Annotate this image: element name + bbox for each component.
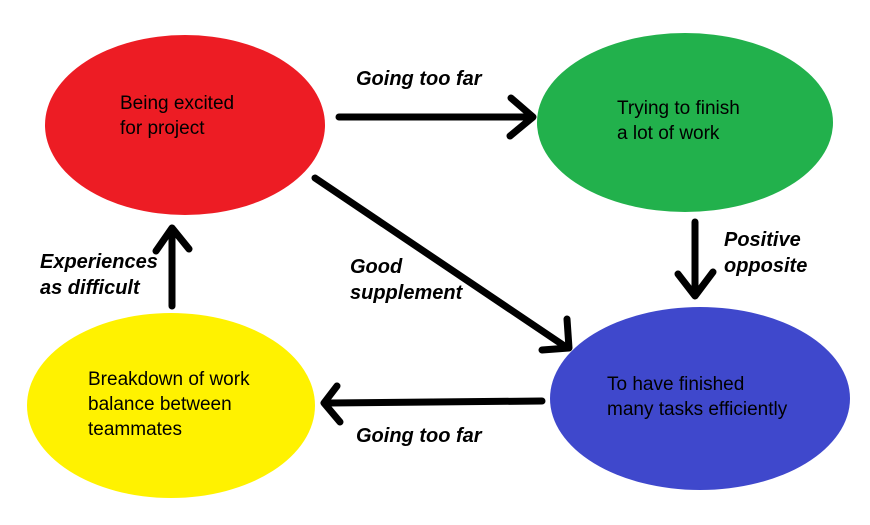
node-trying-to-finish-label: Trying to finish a lot of work <box>617 98 740 144</box>
node-breakdown-ellipse <box>27 313 315 498</box>
arrow-shaft <box>326 397 546 407</box>
arrow-trying-to-finished <box>674 218 717 300</box>
node-being-excited-label: Being excited for project <box>120 93 235 139</box>
edge-label-going-too-far-top: Going too far <box>356 68 482 90</box>
node-trying-to-finish-ellipse <box>537 33 833 212</box>
arrow-head <box>320 382 344 426</box>
arrow-breakdown-to-excited <box>152 224 193 310</box>
edge-label-good-supplement: Good supplement <box>350 256 463 304</box>
arrow-finished-to-breakdown <box>320 382 546 426</box>
arrow-head <box>506 94 537 140</box>
edge-label-positive-opposite: Positive opposite <box>724 229 808 277</box>
node-breakdown-label: Breakdown of work balance between teamma… <box>88 369 250 440</box>
edge-label-experiences-as-difficult: Experiences as difficult <box>40 251 158 299</box>
arrow-excited-to-trying <box>335 94 537 140</box>
node-finished-tasks-ellipse <box>550 307 850 490</box>
edge-label-going-too-far-bottom: Going too far <box>356 425 482 447</box>
node-finished-tasks-label: To have finished many tasks efficiently <box>607 374 788 420</box>
arrow-head <box>674 268 717 300</box>
arrow-head <box>152 224 193 255</box>
node-being-excited-ellipse <box>45 35 325 215</box>
arrow-head <box>538 315 573 354</box>
